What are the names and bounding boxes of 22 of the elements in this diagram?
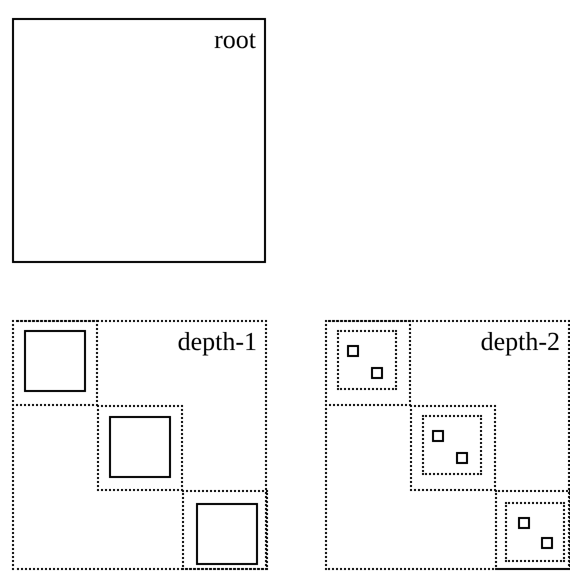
square-box bbox=[371, 367, 383, 379]
region-label: root bbox=[214, 26, 256, 54]
region-label: depth-1 bbox=[178, 328, 257, 356]
square-box bbox=[109, 416, 171, 478]
dotted-square bbox=[505, 502, 565, 562]
square-box bbox=[196, 503, 258, 565]
square-box bbox=[541, 537, 553, 549]
square-box bbox=[432, 430, 444, 442]
square-box bbox=[456, 452, 468, 464]
dotted-square bbox=[410, 405, 496, 491]
dotted-square bbox=[495, 490, 570, 570]
dotted-square bbox=[422, 415, 482, 475]
square-box bbox=[347, 345, 359, 357]
square-box bbox=[24, 330, 86, 392]
dotted-region bbox=[325, 320, 570, 570]
square-box bbox=[12, 18, 266, 263]
dotted-square bbox=[97, 405, 183, 491]
dotted-square bbox=[182, 490, 268, 570]
square-box bbox=[518, 517, 530, 529]
dotted-square bbox=[337, 330, 397, 390]
dotted-region bbox=[12, 320, 267, 570]
region-label: depth-2 bbox=[480, 328, 560, 356]
